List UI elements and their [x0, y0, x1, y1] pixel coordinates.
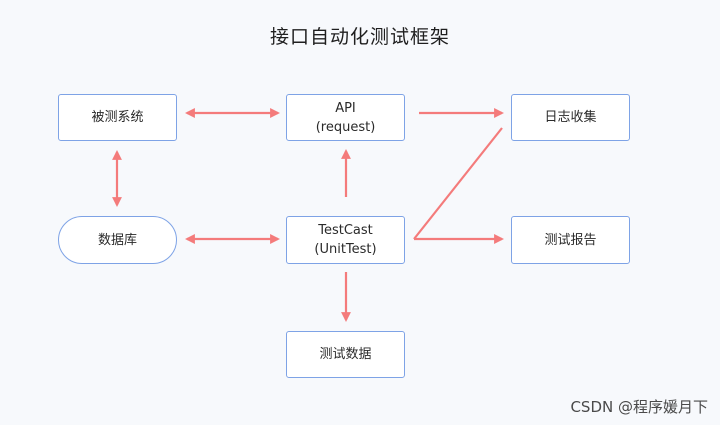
diagram-title: 接口自动化测试框架 [269, 26, 450, 48]
node-log-collection: 日志收集 [511, 94, 630, 141]
watermark: CSDN @程序媛月下 [570, 398, 708, 416]
node-testcase: TestCast (UnitTest) [286, 216, 405, 264]
node-api: API (request) [286, 94, 405, 141]
node-log-label: 日志收集 [544, 110, 597, 125]
node-system-label: 被测系统 [91, 110, 144, 125]
node-report-label: 测试报告 [544, 232, 597, 248]
node-system-under-test: 被测系统 [58, 94, 177, 141]
node-test-data: 测试数据 [286, 331, 405, 378]
node-db-label: 数据库 [97, 232, 137, 248]
node-testcase-line2: (UnitTest) [314, 242, 377, 257]
node-database: 数据库 [58, 216, 177, 264]
node-testcase-line1: TestCast [318, 223, 373, 238]
edge-case-log [413, 127, 503, 240]
node-api-line2: (request) [315, 119, 376, 135]
node-test-report: 测试报告 [511, 216, 630, 264]
node-testdata-label: 测试数据 [319, 347, 372, 362]
node-api-line1: API [335, 100, 356, 116]
